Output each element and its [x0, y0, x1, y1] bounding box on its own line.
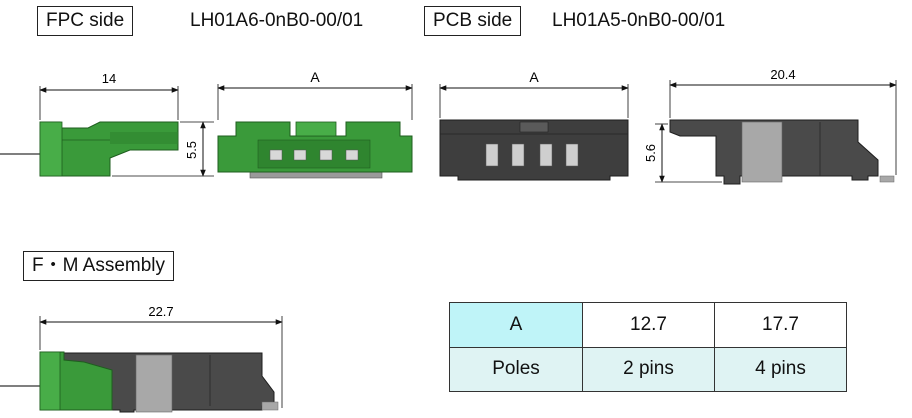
- table-cell-poles-2pin: 2 pins: [582, 346, 715, 392]
- fpc-side-view: [0, 121, 179, 177]
- pin-spec-table: A 12.7 17.7 Poles 2 pins 4 pins: [449, 302, 847, 392]
- table-cell-a-4pin: 17.7: [714, 302, 847, 348]
- fpc-length-dim: 14: [102, 71, 116, 86]
- pcb-width-dim: A: [529, 69, 539, 85]
- pcb-side-view: [669, 119, 895, 185]
- table-header-a: A: [449, 302, 583, 348]
- table-cell-a-2pin: 12.7: [582, 302, 715, 348]
- pcb-side-label: PCB side: [424, 6, 522, 36]
- fpc-front-view: [217, 121, 413, 179]
- pcb-front-view: [439, 119, 629, 181]
- assembly-label: F・M Assembly: [23, 251, 175, 281]
- pcb-length-dim: 20.4: [770, 67, 795, 82]
- pcb-part-number: LH01A5-0nB0-00/01: [552, 10, 726, 31]
- table-cell-poles-4pin: 4 pins: [714, 346, 847, 392]
- table-row: A 12.7 17.7: [449, 302, 847, 348]
- assembly-length-dim: 22.7: [148, 304, 173, 319]
- fpc-width-dim: A: [310, 69, 320, 85]
- fpc-side-label: FPC side: [37, 6, 134, 36]
- pcb-height-dim: 5.6: [643, 144, 658, 162]
- fpc-height-dim: 5.5: [184, 141, 199, 159]
- table-header-poles: Poles: [449, 346, 583, 392]
- fpc-part-number: LH01A6-0nB0-00/01: [190, 10, 364, 31]
- table-row: Poles 2 pins 4 pins: [449, 346, 847, 392]
- assembly-side-view: [0, 351, 279, 413]
